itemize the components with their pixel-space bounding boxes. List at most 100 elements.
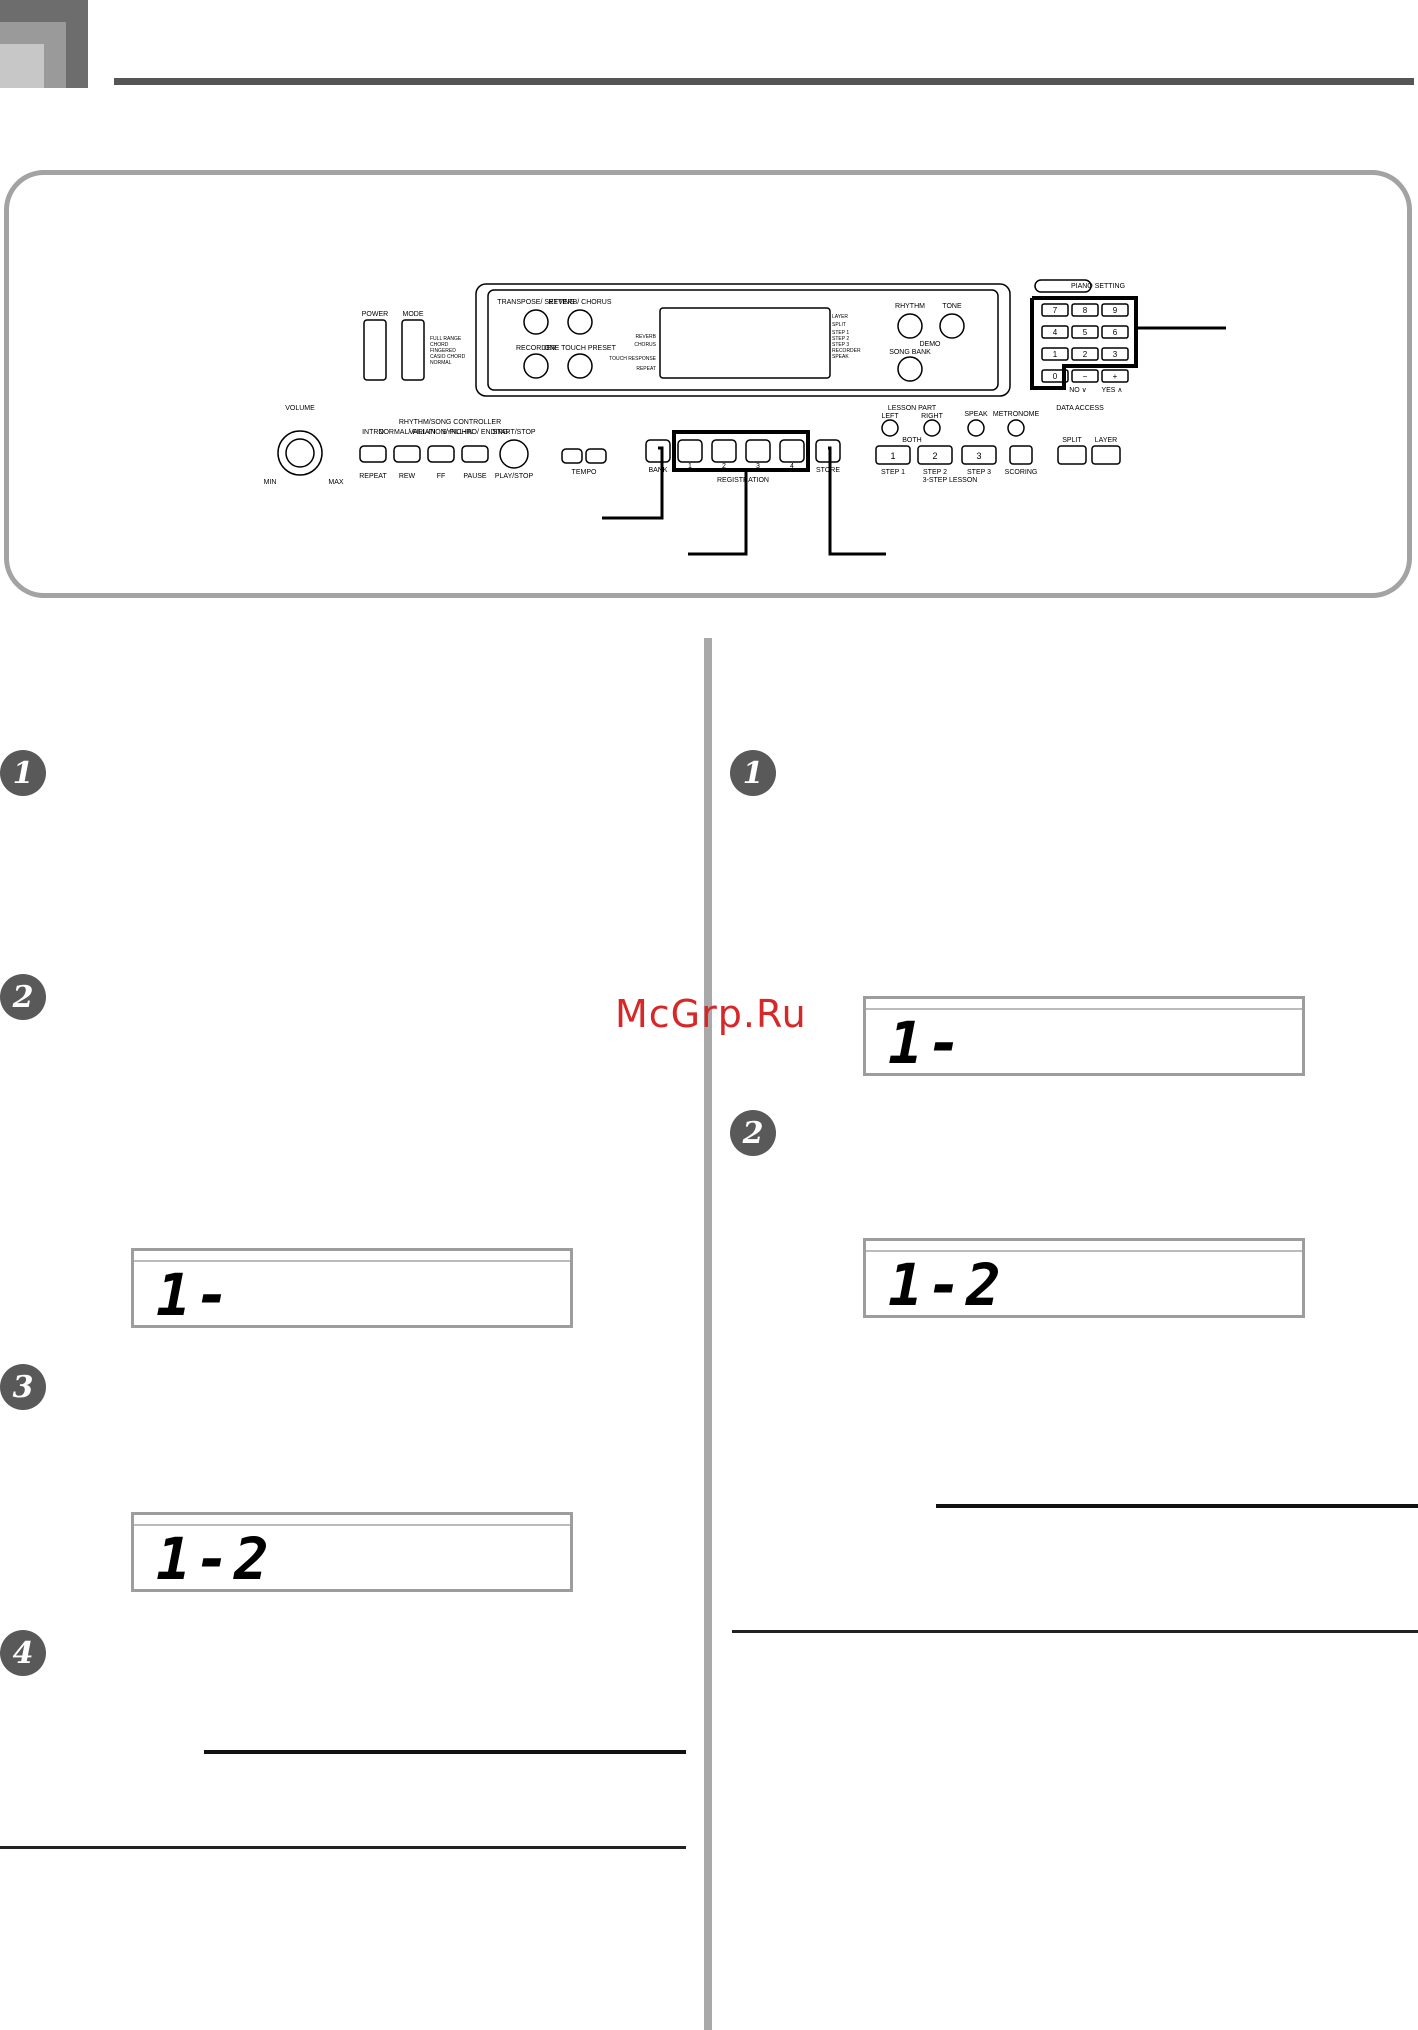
store-label: STORE [816, 467, 840, 474]
lcd-top-bar [134, 1524, 570, 1526]
layer-label: LAYER [1095, 437, 1117, 444]
mode-label: MODE [403, 311, 424, 318]
registration-label: REGISTRATION [717, 477, 769, 484]
ctrl-label-3: SYNCHRO/ ENDING [442, 429, 508, 436]
watermark-text: McGrp.Ru [615, 992, 807, 1036]
reg-number-4: 4 [790, 463, 794, 470]
display-right-5: RECORDER [832, 348, 861, 354]
left-step-4-icon: 4 [0, 1630, 46, 1676]
volume-max-label: MAX [328, 479, 344, 486]
right-step-2-icon: 2 [730, 1110, 776, 1156]
panel-illustration-frame [4, 170, 1412, 598]
mode-option-3: CASIO CHORD [430, 354, 466, 360]
bank-label: BANK [648, 467, 667, 474]
lesson-part-label: LESSON PART [888, 405, 937, 412]
keypad-key-3: 3 [1113, 350, 1118, 359]
split-label: SPLIT [1062, 437, 1082, 444]
both-label: BOTH [902, 437, 921, 444]
lcd-top-bar [866, 1008, 1302, 1010]
tone-label: TONE [942, 303, 962, 310]
lcd-readout: 1- [156, 1261, 234, 1329]
display-left-2: TOUCH RESPONSE [609, 356, 657, 362]
lcd-top-bar [866, 1250, 1302, 1252]
power-label: POWER [362, 311, 388, 318]
metronome-label: METRONOME [993, 411, 1040, 418]
speak-label: SPEAK [964, 411, 988, 418]
song-bank-label: SONG BANK [889, 349, 931, 356]
left-step-2-icon: 2 [0, 974, 46, 1020]
keypad-key-2: 2 [1083, 350, 1088, 359]
header-rule [114, 78, 1414, 85]
right-step-1-icon: 1 [730, 750, 776, 796]
right-section-rule [732, 1630, 1418, 1633]
piano-setting-label: PIANO SETTING [1071, 283, 1125, 290]
right-lcd-display-1: 1- [863, 996, 1305, 1076]
right-lcd-display-2: 1-2 [863, 1238, 1305, 1318]
ctrl-label-0: INTRO [362, 429, 384, 436]
keypad-key-6: 6 [1113, 328, 1118, 337]
ctrl-sub-4: PLAY/STOP [495, 473, 534, 480]
keyboard-panel-diagram: POWER MODE VOLUME MIN MAX TRANSPOSE/ SET… [264, 279, 1226, 556]
lcd-readout: 1-2 [888, 1251, 1005, 1319]
volume-label: VOLUME [285, 405, 315, 412]
data-access-label: DATA ACCESS [1056, 405, 1104, 412]
keypad-key-7: 7 [1053, 306, 1058, 315]
mode-option-0: FULL RANGE [430, 336, 462, 342]
step-button-3: 3 [976, 451, 981, 461]
display-right-4: STEP 3 [832, 342, 849, 348]
lcd-readout: 1- [888, 1009, 966, 1077]
reg-number-1: 1 [688, 463, 692, 470]
ctrl-sub-2: FF [437, 473, 446, 480]
mode-option-4: NORMAL [430, 360, 452, 366]
keypad-key-plus: + [1113, 372, 1118, 381]
ctrl-label-2: VARIATION/ FILL-IN [409, 429, 473, 436]
yes-label: YES ∧ [1101, 387, 1122, 394]
ctrl-label-4: START/STOP [492, 429, 536, 436]
display-right-2: STEP 1 [832, 330, 849, 336]
volume-min-label: MIN [264, 479, 277, 486]
demo-label: DEMO [920, 341, 942, 348]
rhythm-song-controller-label: RHYTHM/SONG CONTROLLER [399, 419, 501, 426]
right-note-rule [936, 1504, 1418, 1508]
step-button-2: 2 [932, 451, 937, 461]
keypad-key-5: 5 [1083, 328, 1088, 337]
step-label-3: STEP 3 [967, 469, 991, 476]
corner-tab-graphic [0, 0, 88, 88]
reg-number-3: 3 [756, 463, 760, 470]
scoring-label: SCORING [1005, 469, 1038, 476]
lesson-right-label: RIGHT [921, 413, 944, 420]
keypad-key-4: 4 [1053, 328, 1058, 337]
lcd-top-bar [134, 1260, 570, 1262]
transpose-label: TRANSPOSE/ SETTING [497, 299, 574, 306]
rhythm-label: RHYTHM [895, 303, 925, 310]
lcd-readout: 1-2 [156, 1525, 273, 1593]
ctrl-sub-3: PAUSE [463, 473, 487, 480]
display-right-6: SPEAK [832, 354, 849, 360]
left-step-3-icon: 3 [0, 1364, 46, 1410]
ctrl-sub-1: REW [399, 473, 416, 480]
lesson-left-label: LEFT [881, 413, 899, 420]
left-note-rule [204, 1750, 686, 1754]
display-left-1: CHORUS [634, 342, 656, 348]
ctrl-sub-0: REPEAT [359, 473, 387, 480]
display-right-3: STEP 2 [832, 336, 849, 342]
keypad-key-8: 8 [1083, 306, 1088, 315]
reverb-label: REVERB/ CHORUS [548, 299, 611, 306]
keypad-key-0: 0 [1053, 372, 1058, 381]
display-right-0: LAYER [832, 314, 848, 320]
keypad-key-1: 1 [1053, 350, 1058, 359]
display-left-0: REVERB [635, 334, 656, 340]
no-label: NO ∨ [1069, 387, 1087, 394]
display-left-3: REPEAT [636, 366, 656, 372]
mode-option-1: CHORD [430, 342, 449, 348]
ctrl-label-1: NORMAL/ FILL-IN [378, 429, 435, 436]
left-section-rule [0, 1846, 686, 1849]
step-button-1: 1 [890, 451, 895, 461]
left-lcd-display-2: 1-2 [131, 1512, 573, 1592]
reg-number-2: 2 [722, 463, 726, 470]
step-label-1: STEP 1 [881, 469, 905, 476]
keypad-key-minus: − [1083, 372, 1088, 381]
step-label-2: STEP 2 [923, 469, 947, 476]
keypad-key-9: 9 [1113, 306, 1118, 315]
display-right-1: SPLIT [832, 322, 846, 328]
